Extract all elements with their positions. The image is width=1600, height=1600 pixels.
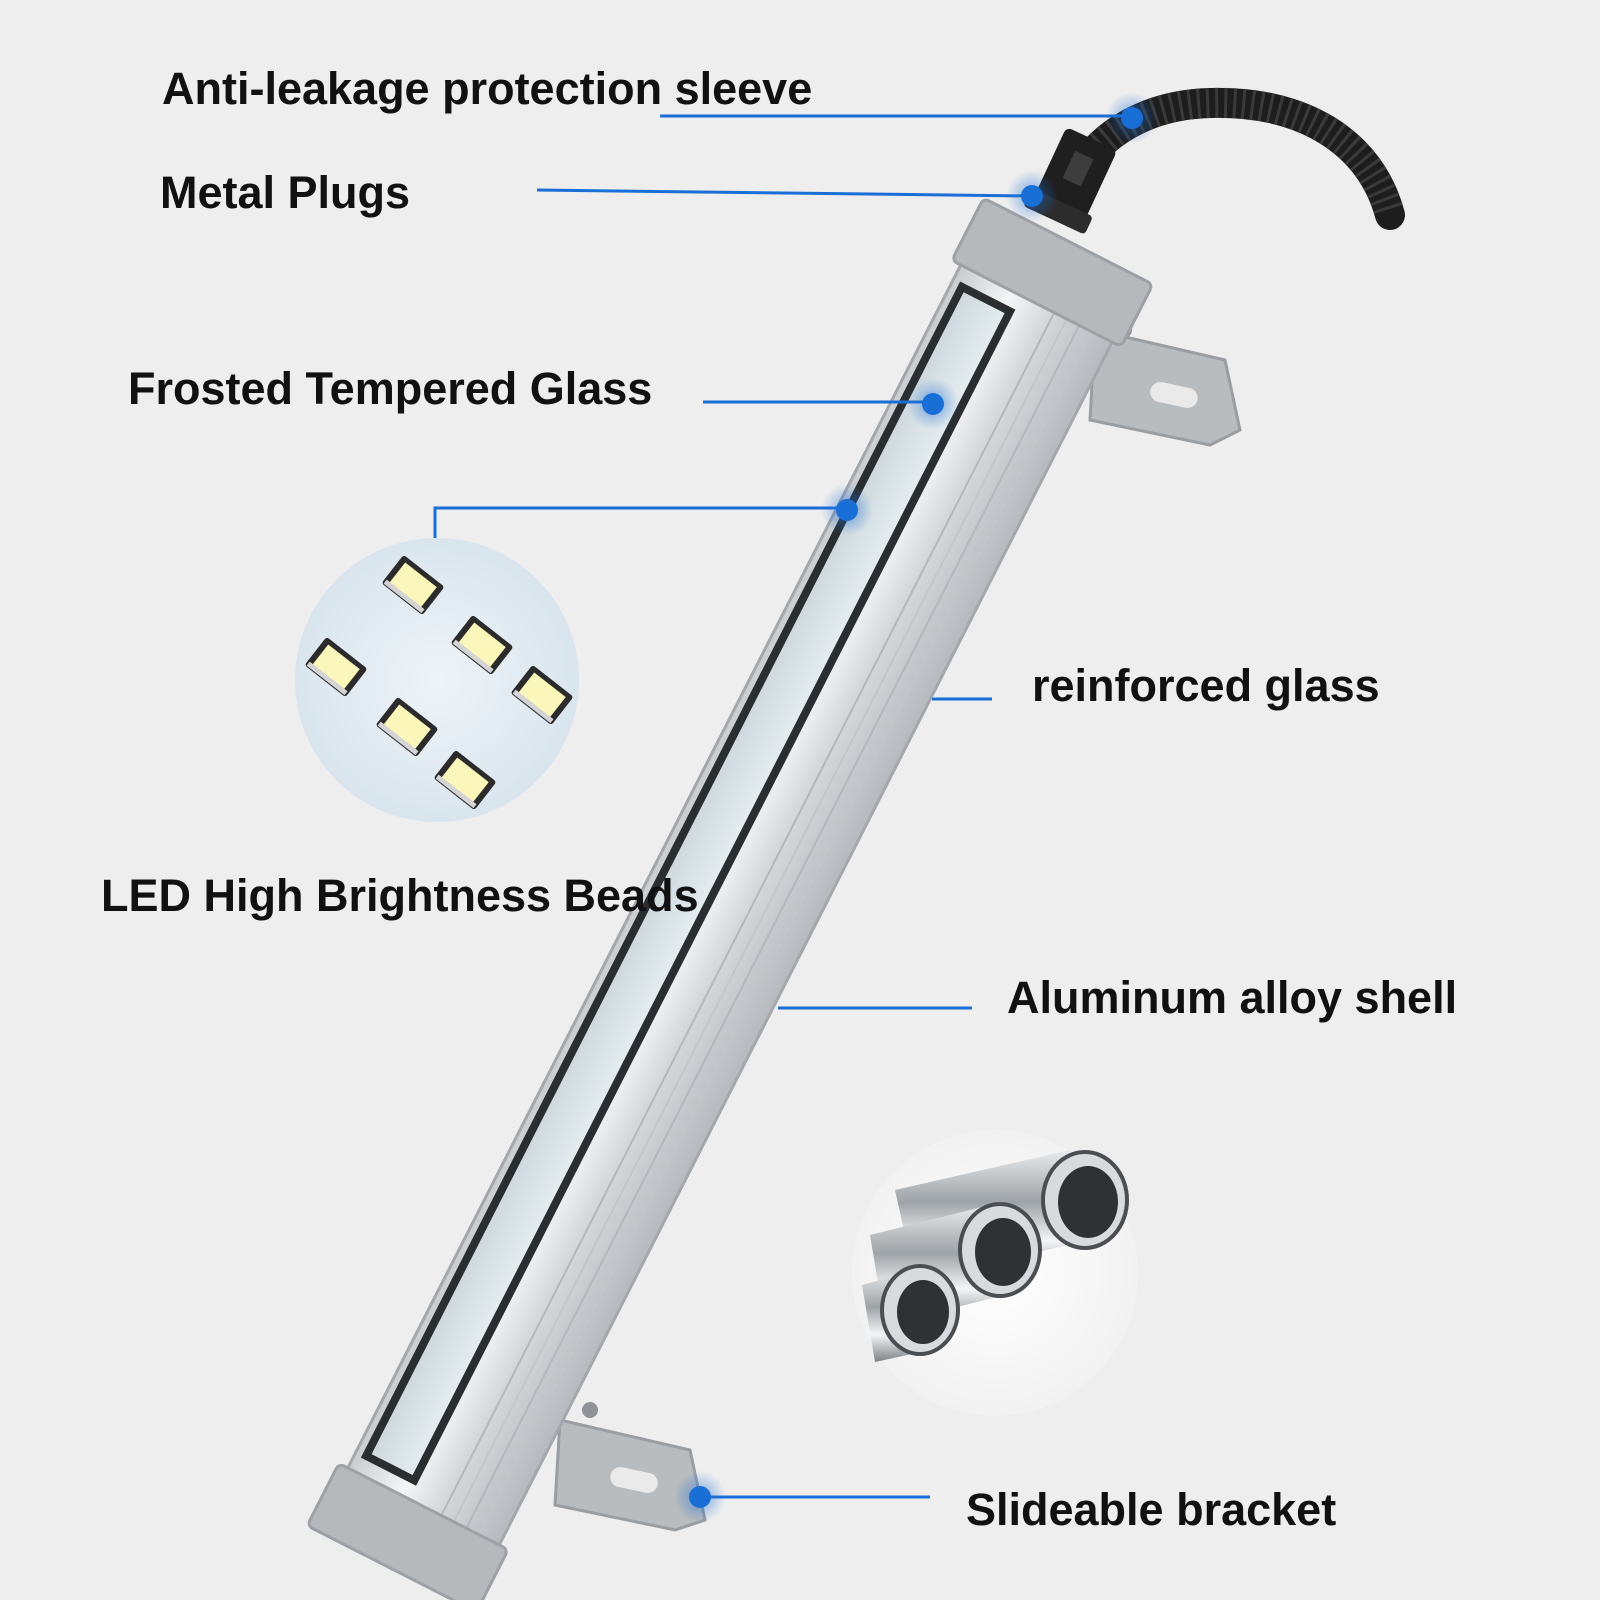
label-frosted-glass: Frosted Tempered Glass bbox=[128, 363, 653, 414]
leader-beads bbox=[433, 506, 847, 538]
led-chip-icon bbox=[511, 666, 573, 724]
led-chip-icon bbox=[305, 638, 367, 696]
label-sleeve: Anti-leakage protection sleeve bbox=[162, 63, 813, 114]
led-beads-inset bbox=[295, 538, 579, 822]
led-chip-icon bbox=[382, 556, 444, 614]
bottom-bracket bbox=[553, 1402, 707, 1532]
leader-lines bbox=[433, 114, 1132, 1499]
aluminum-tubes-inset bbox=[852, 1130, 1138, 1416]
led-chip-icon bbox=[376, 698, 438, 756]
label-aluminum-shell: Aluminum alloy shell bbox=[1007, 972, 1458, 1023]
callout-dots bbox=[674, 92, 1158, 1523]
lamp-body bbox=[307, 198, 1153, 1600]
leader-plugs bbox=[536, 188, 1033, 198]
aluminum-tube-icon bbox=[862, 1264, 960, 1362]
label-slideable-bracket: Slideable bracket bbox=[966, 1484, 1337, 1535]
top-bracket bbox=[1088, 322, 1242, 447]
led-chip-icon bbox=[451, 616, 513, 674]
label-led-beads: LED High Brightness Beads bbox=[101, 870, 699, 921]
led-chip-icon bbox=[434, 751, 496, 809]
label-reinforced-glass: reinforced glass bbox=[1032, 660, 1380, 711]
label-metal-plugs: Metal Plugs bbox=[160, 167, 411, 218]
